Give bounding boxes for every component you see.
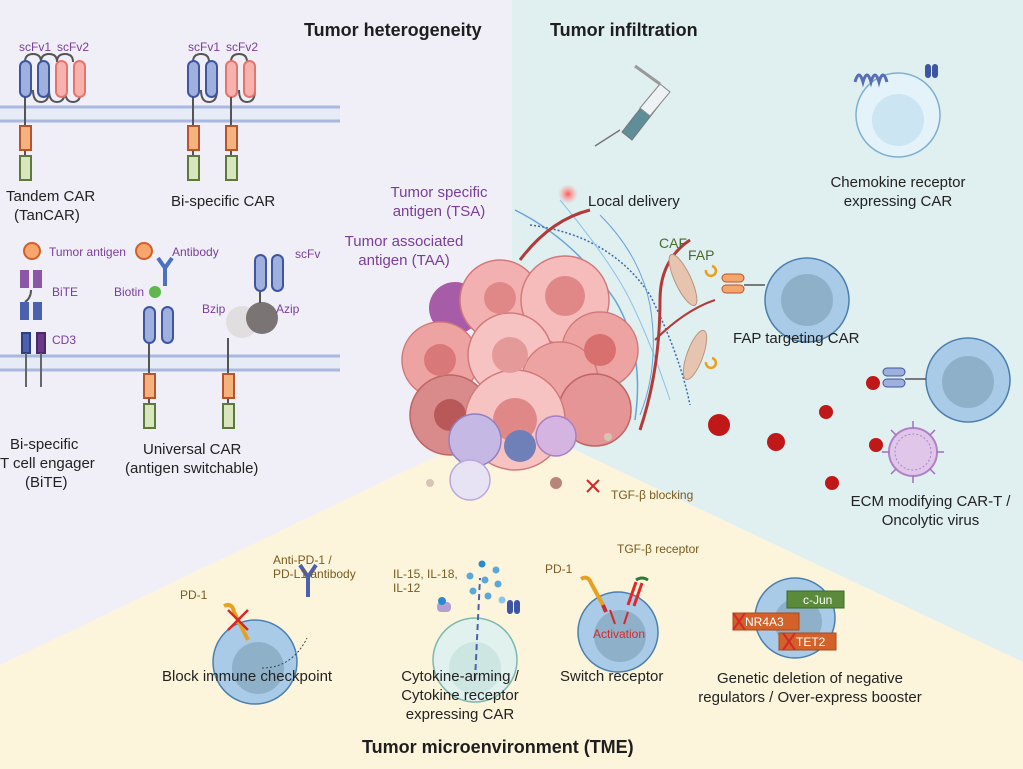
ecm-label-line1: ECM modifying CAR-T / [850, 493, 1011, 510]
tandem-scfv1-label: scFv1 [19, 40, 52, 54]
bispecific-car-label: Bi-specific CAR [171, 193, 276, 210]
universal-car-label: Universal CAR [143, 441, 242, 458]
chemokine-label-line2: expressing CAR [843, 193, 953, 210]
bite-title-line1: Bi-specific [10, 436, 79, 453]
ecm-label-line2: Oncolytic virus [881, 512, 980, 529]
fap-car-label: FAP targeting CAR [733, 330, 860, 347]
tandem-scfv2-label: scFv2 [57, 40, 90, 54]
antibody-label: Antibody [172, 245, 219, 259]
scfv-label: scFv [295, 247, 321, 261]
taa-label-line2: antigen (TAA) [358, 252, 450, 269]
cjun-label: c-Jun [803, 593, 833, 607]
bite-icon [20, 242, 46, 387]
block-checkpoint-label: Block immune checkpoint [162, 668, 333, 685]
bispecific-car-icon [187, 52, 256, 181]
genetic-tcell [732, 577, 845, 659]
caf-label: CAF [659, 235, 687, 251]
bite-label: BiTE [52, 285, 79, 299]
bispecific-scfv1-label: scFv1 [188, 40, 221, 54]
cytokine-label-line2: Cytokine receptor [401, 687, 519, 704]
taa-label-line1: Tumor associated [344, 233, 464, 250]
nr4a3-label: NR4A3 [745, 615, 784, 629]
bite-title-line3: (BiTE) [25, 474, 68, 491]
heading-tumor-infiltration: Tumor infiltration [550, 20, 698, 40]
tgf-receptor-label: TGF-β receptor [617, 542, 700, 556]
tgf-block-x-icon [586, 479, 600, 493]
ecm-fibers [514, 199, 716, 431]
syringe-icon [558, 64, 671, 204]
membrane-top [0, 105, 340, 123]
azip-label: Azip [276, 302, 300, 316]
antibody-label-line1: Anti-PD-1 / [273, 553, 332, 567]
activation-label: Activation [593, 627, 646, 641]
bispecific-scfv2-label: scFv2 [226, 40, 259, 54]
bite-title-line2: T cell engager [0, 455, 95, 472]
membrane-bottom [0, 354, 340, 372]
universal-car-subtitle: (antigen switchable) [125, 460, 259, 477]
tandem-car-icon [19, 52, 86, 181]
antibody-label-line2: PD-L1 antibody [273, 567, 356, 581]
tandem-car-label: Tandem CAR [6, 188, 96, 205]
cytokine-il-line1: IL-15, IL-18, [393, 567, 458, 581]
cytokine-il-line2: IL-12 [393, 581, 421, 595]
ecm-particles [708, 376, 883, 490]
cytokine-tcell [432, 560, 520, 703]
switch-pd1-label: PD-1 [545, 562, 573, 576]
biotin-label: Biotin [114, 285, 145, 299]
ecm-car-tcell [882, 337, 1011, 423]
genetic-label-line2: regulators / Over-express booster [698, 689, 922, 706]
switch-receptor-tcell [577, 575, 659, 673]
caf-cells [668, 253, 718, 381]
genetic-label-line1: Genetic deletion of negative [717, 670, 903, 687]
heading-tumor-heterogeneity: Tumor heterogeneity [304, 20, 482, 40]
cd3-label: CD3 [52, 333, 77, 347]
oncolytic-virus-icon [882, 421, 944, 483]
local-delivery-label: Local delivery [588, 193, 680, 210]
checkpoint-pd1-label: PD-1 [180, 588, 208, 602]
tsa-label-line1: Tumor specific [390, 184, 488, 201]
universal-car-icon [135, 242, 284, 429]
chemokine-label-line1: Chemokine receptor [830, 174, 966, 191]
bzip-label: Bzip [202, 302, 226, 316]
heading-tumor-microenvironment: Tumor microenvironment (TME) [362, 737, 634, 757]
chemokine-car-tcell [853, 64, 941, 158]
tumor-cluster [401, 255, 639, 501]
tumor-antigen-label: Tumor antigen [49, 245, 126, 259]
infiltration-region [512, 0, 1023, 662]
fap-car-tcell [721, 257, 850, 343]
fap-label: FAP [688, 247, 715, 263]
tgf-blocking-label: TGF-β blocking [611, 488, 694, 502]
switch-receptor-label: Switch receptor [560, 668, 664, 685]
tet2-label: TET2 [796, 635, 826, 649]
checkpoint-tcell [212, 563, 318, 705]
tsa-label-line2: antigen (TSA) [392, 203, 486, 220]
cytokine-label-line1: Cytokine-arming / [401, 668, 519, 685]
cytokine-label-line3: expressing CAR [405, 706, 515, 723]
tandem-car-abbrev: (TanCAR) [14, 207, 80, 224]
